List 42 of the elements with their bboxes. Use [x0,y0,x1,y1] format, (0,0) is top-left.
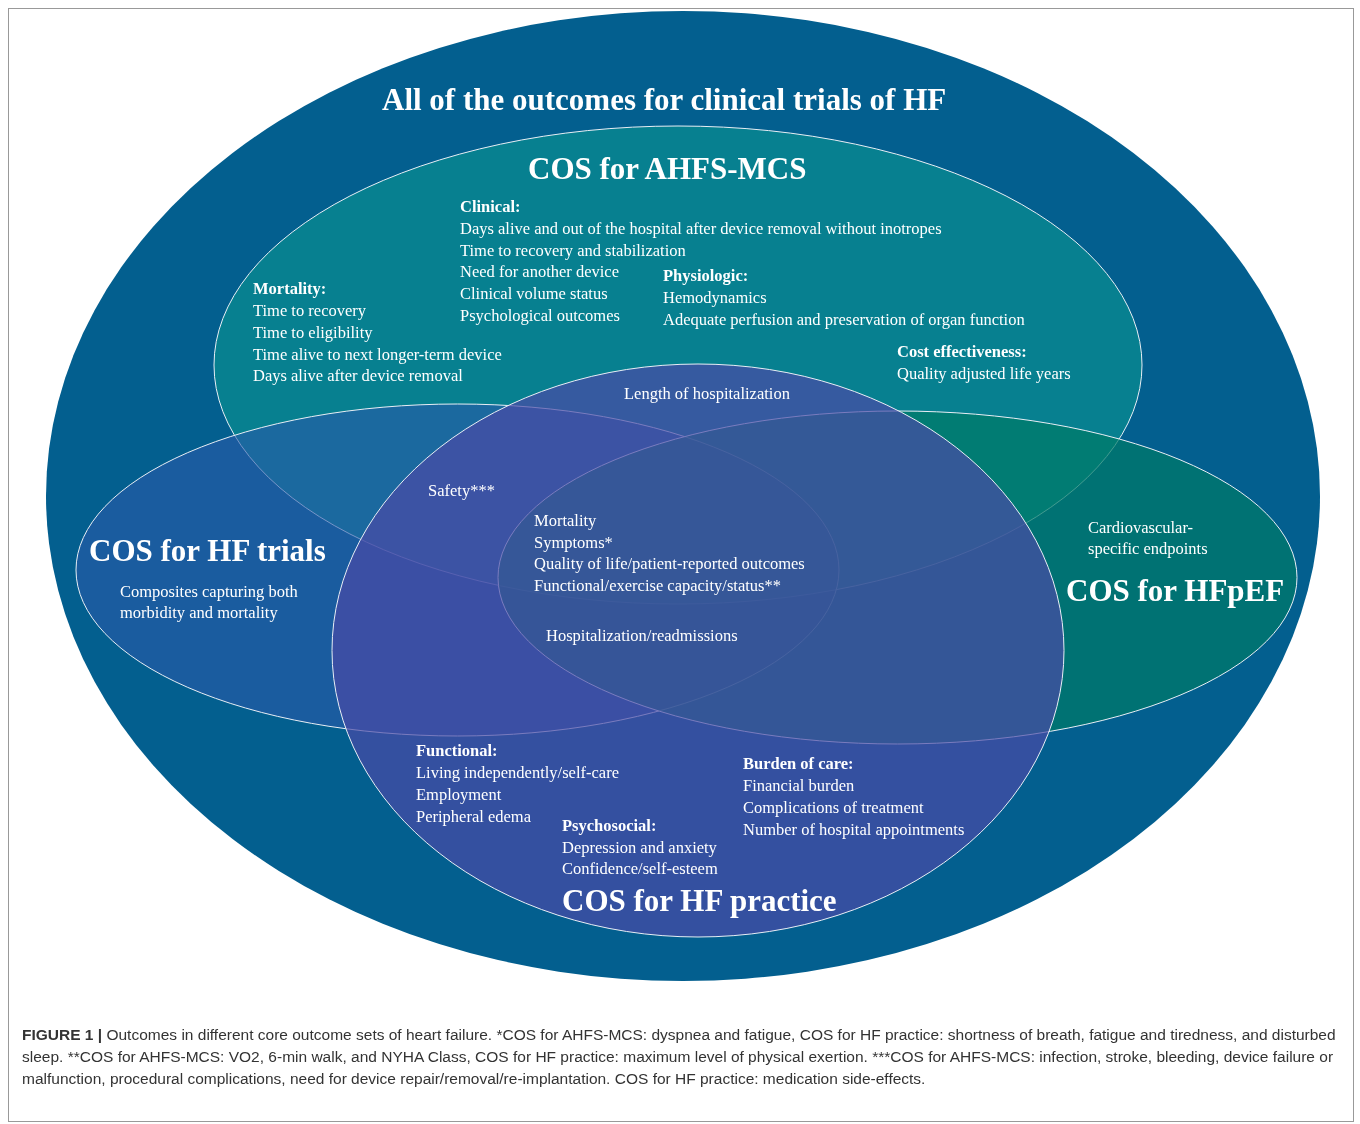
outcome-item: Quality of life/patient-reported outcomes [534,553,805,575]
outcome-item: Time to recovery and stabilization [460,240,686,262]
outcome-item: Depression and anxiety [562,837,717,859]
outcome-item: Mortality [534,510,597,532]
outcome-item: Clinical volume status [460,283,608,305]
category-heading: Functional: [416,740,498,762]
outcome-item: Time to recovery [253,300,367,322]
outcome-item: Hemodynamics [663,287,767,309]
category-heading: Mortality: [253,278,327,300]
figure-caption: FIGURE 1 | Outcomes in different core outcome sets of heart failure. *COS for AHFS-MCS: dyspnea and fatigue, COS for HF practice: shortness of breath, fatigue and tiredness, and disturbed sleep. **COS for AHFS-MCS: VO2, 6-min walk, and NYHA Class, COS for HF practice: maximum level of physical exertion. ***COS for AHFS-MCS: infection, stroke, bleeding, device failure or malfunction, procedural complications, need for device repair/removal/re-implantation. COS for HF practice: medication side-effects. [22,1025,1337,1089]
outcome-item: Symptoms* [534,532,613,554]
set-title: COS for HFpEF [1066,572,1285,610]
outcome-item: Cardiovascular-specific endpoints [1088,517,1209,560]
category-heading: Physiologic: [663,265,749,287]
outcome-item: Complications of treatment [743,797,924,819]
set-title: COS for HF practice [562,882,837,920]
outcome-item: Psychological outcomes [460,305,620,327]
outcome-item: Days alive after device removal [253,365,463,387]
outcome-item: Number of hospital appointments [743,819,965,841]
outcome-item: Composites capturing both morbidity and mortality [120,581,299,624]
category-heading: Cost effectiveness: [897,341,1027,363]
outcome-item: Employment [416,784,502,806]
category-heading: Clinical: [460,196,521,218]
set-title: COS for AHFS-MCS [528,150,807,188]
outcome-item: Time alive to next longer-term device [253,344,502,366]
outcome-item: Safety*** [428,480,495,502]
category-heading: Burden of care: [743,753,854,775]
outcome-item: Functional/exercise capacity/status** [534,575,781,597]
outcome-item: Living independently/self-care [416,762,619,784]
outcome-item: Confidence/self-esteem [562,858,718,880]
outcome-item: Financial burden [743,775,855,797]
outcome-item: Need for another device [460,261,619,283]
outcome-item: Length of hospitalization [624,383,790,405]
set-title: COS for HF trials [89,532,326,570]
category-heading: Psychosocial: [562,815,657,837]
set-title: All of the outcomes for clinical trials of HF [382,81,947,119]
outcome-item: Time to eligibility [253,322,373,344]
outcome-item: Adequate perfusion and preservation of organ function [663,309,1025,331]
outcome-item: Hospitalization/readmissions [546,625,738,647]
outcome-item: Days alive and out of the hospital after device removal without inotropes [460,218,942,240]
outcome-item: Quality adjusted life years [897,363,1071,385]
outcome-item: Peripheral edema [416,806,531,828]
